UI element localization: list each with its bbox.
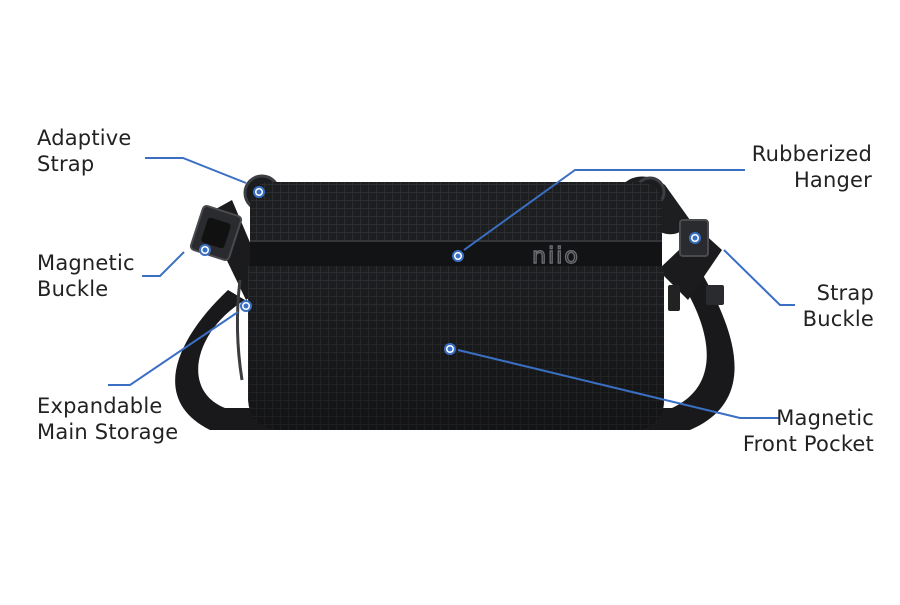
leader-adaptive-strap xyxy=(145,157,247,184)
leader-strap-buckle xyxy=(723,249,795,306)
callout-dot-core-rubberized-hanger xyxy=(455,253,461,259)
callout-dot-core-strap-buckle xyxy=(692,235,698,241)
callout-dot-core-magnetic-buckle xyxy=(202,247,208,253)
logo-text: niio xyxy=(532,244,580,269)
leader-magnetic-front-pocket xyxy=(457,349,780,419)
leader-lines xyxy=(108,157,795,419)
callout-dot-core-adaptive-strap xyxy=(256,189,262,195)
strap-loop xyxy=(175,270,735,430)
bag-lid xyxy=(250,182,662,240)
callout-dot-core-expandable-main-storage xyxy=(243,303,249,309)
leader-rubberized-hanger xyxy=(463,169,745,251)
leader-magnetic-buckle xyxy=(142,251,185,277)
callout-dot-core-magnetic-front-pocket xyxy=(447,346,453,352)
leader-expandable-main-storage xyxy=(108,311,239,386)
